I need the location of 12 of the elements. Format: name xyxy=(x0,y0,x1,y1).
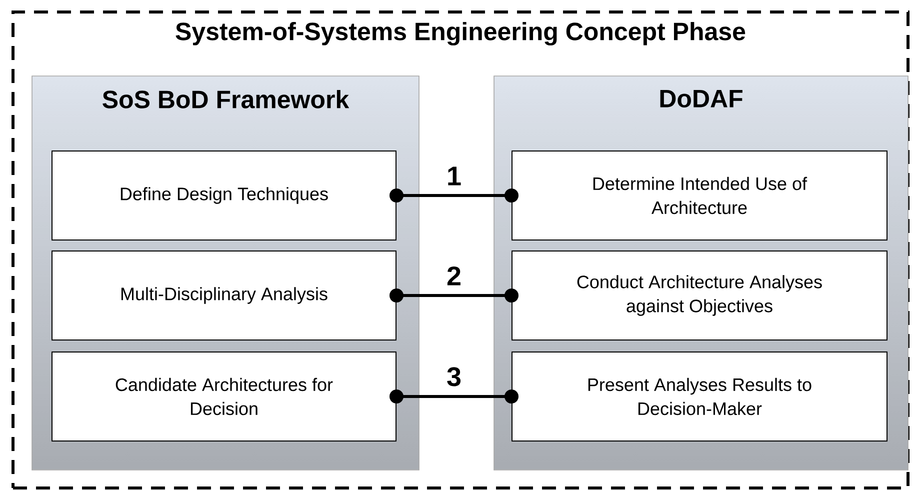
step-number: 3 xyxy=(446,366,463,388)
connector xyxy=(390,390,518,404)
step-number: 1 xyxy=(446,166,463,186)
process-box: Multi-Disciplinary Analysis xyxy=(52,250,396,340)
process-box: Candidate Architectures for Decision xyxy=(52,352,396,442)
process-box: Determine Intended Use of Architecture xyxy=(512,150,888,240)
connector xyxy=(390,288,518,302)
process-box: Present Analyses Results to Decision-Maker xyxy=(512,352,888,442)
connector xyxy=(390,188,518,202)
process-box: Define Design Techniques xyxy=(52,150,396,240)
process-box: Conduct Architecture Analyses against Objectives xyxy=(512,250,888,340)
step-number: 2 xyxy=(446,265,463,286)
